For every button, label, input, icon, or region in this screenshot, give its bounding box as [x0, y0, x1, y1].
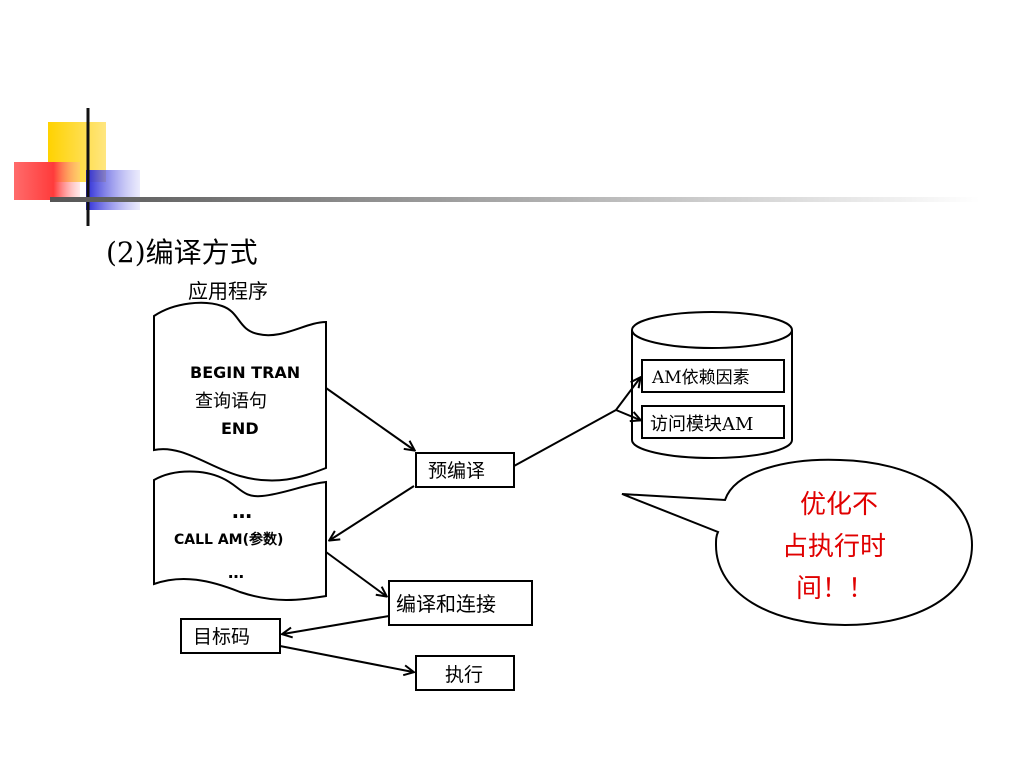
object-code-label: 目标码: [193, 626, 250, 648]
title-decoration: [14, 108, 980, 226]
arrow-compile-to-objectcode: [283, 615, 390, 634]
horizontal-rule: [50, 197, 980, 202]
doc2-line2: CALL AM(参数): [174, 531, 283, 548]
arrow-doc-to-precompile: [325, 387, 414, 450]
callout-line1: 优化不: [800, 490, 878, 520]
precompile-box: 预编译: [415, 452, 515, 488]
doc1-line1: BEGIN TRAN: [190, 363, 300, 382]
am-dependency-label: AM依赖因素: [651, 368, 750, 388]
callout-bubble: 优化不 占执行时 间！！: [621, 458, 974, 627]
callout-line3: 间！！: [796, 574, 874, 604]
blue-square: [86, 170, 140, 210]
callout-line2: 占执行时: [782, 532, 886, 562]
doc2-line3: …: [228, 563, 244, 582]
execute-box: 执行: [415, 655, 515, 691]
arrow-precompile-to-doc2: [330, 485, 415, 540]
modified-document-shape: … CALL AM(参数) …: [153, 470, 327, 601]
app-label: 应用程序: [188, 279, 268, 303]
access-module-box: 访问模块AM: [641, 405, 785, 439]
arrow-objectcode-to-execute: [279, 645, 413, 672]
am-dependency-box: AM依赖因素: [641, 359, 785, 393]
doc1-line2: 查询语句: [195, 391, 267, 412]
database-cylinder: AM依赖因素 访问模块AM: [631, 311, 793, 459]
red-bar: [14, 162, 80, 200]
doc1-line3: END: [221, 419, 259, 438]
section-title: (2)编译方式: [106, 236, 258, 269]
arrow-doc2-to-compile: [325, 551, 386, 596]
compile-link-box: 编译和连接: [388, 580, 533, 626]
access-module-label: 访问模块AM: [650, 414, 753, 435]
source-document-shape: BEGIN TRAN 查询语句 END: [153, 301, 327, 482]
object-code-box: 目标码: [180, 618, 281, 654]
arrow-branch-to-access-module: [615, 409, 640, 420]
execute-label: 执行: [445, 664, 483, 686]
doc2-line1: …: [232, 499, 252, 523]
compile-link-label: 编译和连接: [396, 592, 496, 616]
precompile-label: 预编译: [428, 460, 485, 482]
flow-arrows: [279, 378, 640, 672]
arrow-precompile-to-db: [513, 378, 640, 467]
